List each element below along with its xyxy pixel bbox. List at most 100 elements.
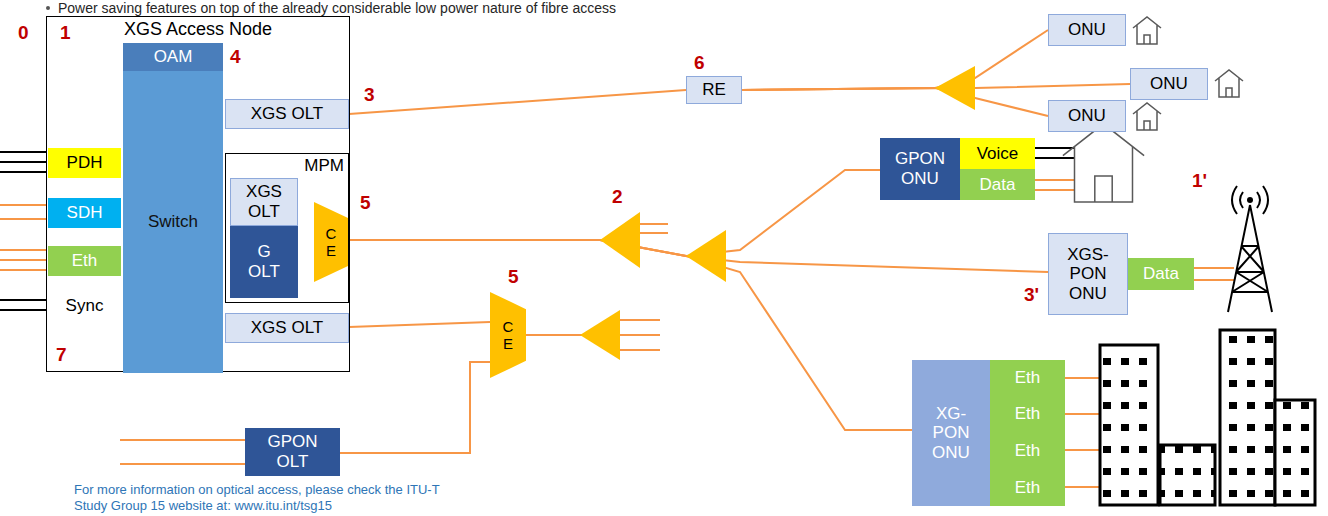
sdh-fibres — [0, 205, 47, 219]
fibre-connector — [349, 90, 686, 114]
eth-port: Eth — [48, 246, 121, 276]
callout-number: 2 — [612, 186, 623, 208]
building — [1220, 330, 1275, 505]
trapezoid-shape — [314, 202, 348, 282]
callout-number: 5 — [360, 192, 371, 214]
fibre-connector — [349, 322, 490, 327]
building-windows — [1160, 445, 1215, 505]
node-label: Data — [1143, 264, 1179, 284]
callout-number: 1' — [1192, 170, 1207, 192]
eth-port: Eth — [990, 396, 1065, 432]
onu-box: XG- PON ONU — [912, 360, 990, 506]
node-label: GPON OLT — [265, 432, 321, 471]
olt-box: GPON OLT — [245, 428, 340, 476]
building-wires — [1065, 378, 1100, 487]
onu-box: GPON ONU — [880, 138, 960, 200]
eth-port: Eth — [990, 469, 1065, 506]
node-label: XG- PON ONU — [928, 404, 974, 463]
node-label: Eth — [1015, 368, 1041, 388]
node-label: C E — [501, 318, 515, 353]
onu-box: XGS- PON ONU — [1048, 233, 1128, 315]
house-icon — [1063, 124, 1144, 202]
pdh-wires — [0, 152, 47, 172]
splitter-triangle — [600, 212, 640, 268]
node-label: XGS OLT — [251, 104, 323, 124]
olt-card: XGS OLT — [225, 99, 349, 129]
voice-port: Voice — [960, 138, 1035, 169]
node-label: Voice — [977, 144, 1019, 164]
node-label: SDH — [67, 203, 103, 223]
node-label: Eth — [72, 251, 98, 271]
trapezoid-shape — [490, 292, 526, 378]
node-label: XGS Access Node — [124, 19, 272, 40]
oam-box: OAM — [123, 43, 223, 71]
onu-box: ONU — [1048, 100, 1126, 132]
note-text: Power saving features on top of the alre… — [58, 0, 616, 16]
voice-wires — [1035, 148, 1074, 158]
olt-card: XGS OLT — [230, 178, 298, 226]
building — [1275, 400, 1315, 505]
fibre-connector — [348, 240, 912, 430]
node-label: OAM — [154, 47, 193, 67]
splitter-triangle — [935, 66, 975, 110]
onu-box: ONU — [1130, 68, 1208, 100]
bullet-dot — [46, 6, 50, 10]
node-label: G OLT — [244, 242, 284, 281]
sync-wires — [0, 300, 47, 310]
switch-box: Switch — [123, 71, 223, 373]
node-label: Eth — [1015, 441, 1041, 461]
fibre-connector — [340, 362, 490, 453]
node-label: XGS OLT — [251, 318, 323, 338]
eth-port: Eth — [990, 432, 1065, 469]
house-icon — [1215, 70, 1243, 97]
coexistence-element: C E — [314, 202, 348, 282]
node-label: MPM — [304, 156, 344, 176]
callout-number: 7 — [56, 344, 67, 366]
access-node: OAMSwitchPDHSDHEthSyncXGS OLTXGS OLTG OL… — [46, 16, 350, 372]
building-windows — [1220, 330, 1275, 505]
node-label: C E — [324, 225, 338, 260]
splitter-triangle — [686, 230, 726, 282]
node-label: XGS OLT — [243, 182, 285, 221]
callout-number: 6 — [694, 52, 705, 74]
sdh-port: SDH — [48, 198, 121, 228]
node-label: PDH — [67, 153, 103, 173]
callout-number: 3 — [364, 84, 375, 106]
fibre-connector — [742, 88, 1048, 116]
data-port: Data — [960, 169, 1035, 200]
footnote-text: For more information on optical access, … — [74, 482, 474, 514]
olt-card: G OLT — [230, 226, 298, 298]
building — [1160, 445, 1215, 505]
radio-waves — [1232, 186, 1268, 214]
onu-box: ONU — [1048, 14, 1126, 46]
node-label: GPON ONU — [892, 149, 948, 188]
tower-antenna — [1247, 197, 1253, 203]
node-label: Eth — [1015, 404, 1041, 424]
mpm-module: XGS OLT G OLT C E MPM — [225, 153, 349, 303]
reach-extender: RE — [686, 76, 742, 104]
data-wires — [1035, 180, 1074, 190]
callout-number: 0 — [18, 22, 29, 44]
tower-wires — [1194, 268, 1234, 280]
tower-mast — [1228, 205, 1272, 312]
building-windows — [1275, 400, 1315, 505]
node-label: Switch — [148, 212, 198, 232]
callout-number: 4 — [230, 46, 241, 68]
node-label: ONU — [1150, 74, 1188, 94]
node-label: XGS- PON ONU — [1065, 245, 1111, 304]
callout-number: 1 — [60, 22, 71, 44]
data-port: Data — [1128, 258, 1194, 290]
node-label: Data — [980, 175, 1016, 195]
building — [1100, 345, 1158, 505]
fibre-connector — [742, 30, 1048, 90]
node-label: Eth — [1015, 478, 1041, 498]
coexistence-element: C E — [490, 292, 526, 378]
callout-number: 5 — [508, 266, 519, 288]
house-icon — [1133, 17, 1161, 44]
callout-number: 3' — [1024, 284, 1039, 306]
eth-fibres — [0, 250, 47, 270]
node-label: Sync — [66, 296, 104, 316]
node-label: RE — [702, 80, 726, 100]
